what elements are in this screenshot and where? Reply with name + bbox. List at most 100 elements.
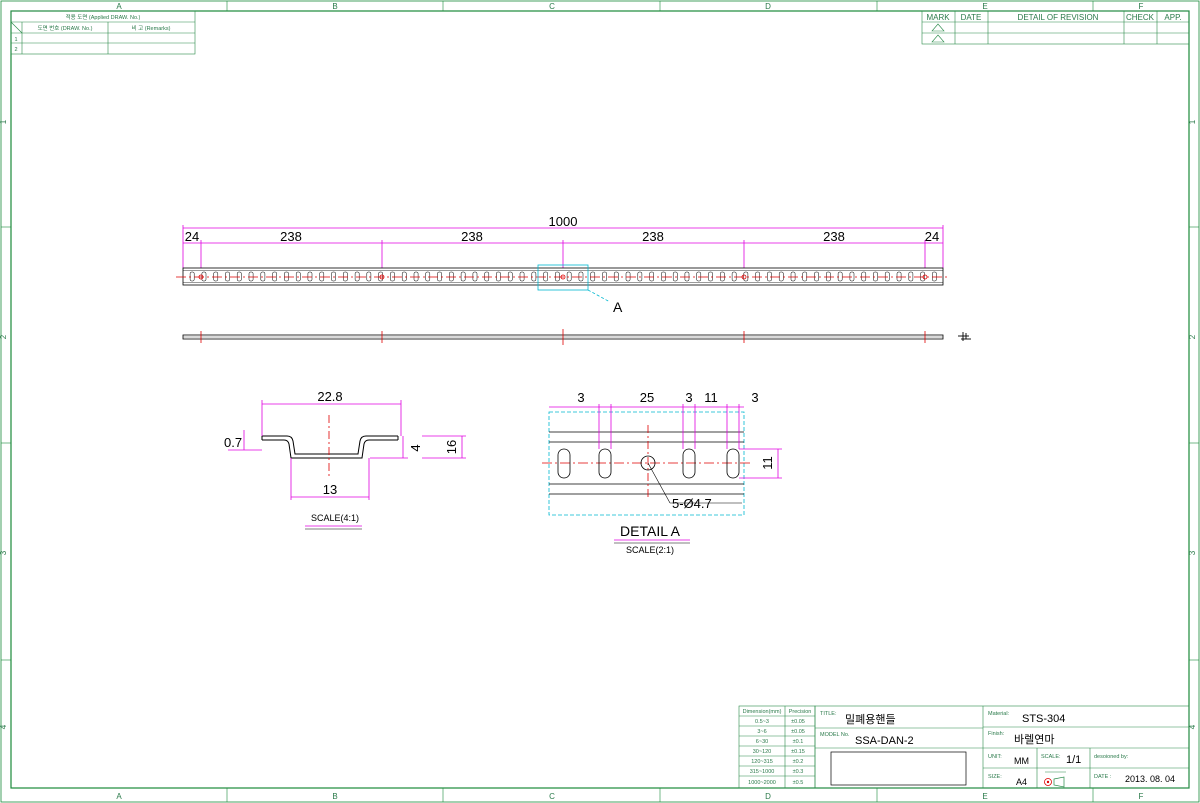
applied-table-row-number: 1 xyxy=(14,37,17,43)
zone-row-label: 1 xyxy=(1188,119,1197,124)
bar-slot xyxy=(884,271,890,282)
drawing-number-box xyxy=(830,751,967,786)
unit-label: UNIT: xyxy=(988,754,1002,760)
precision-dimension: 6~30 xyxy=(756,739,768,745)
dim-detail-slot-width: 3 xyxy=(751,390,758,405)
precision-value: ±0.15 xyxy=(791,749,805,755)
precision-header-precision: Precision xyxy=(789,709,812,715)
bar-slot xyxy=(401,271,407,282)
bar-slot xyxy=(272,271,277,282)
revision-check-header: CHECK xyxy=(1126,13,1155,22)
bar-slot xyxy=(295,271,301,282)
precision-dimension: 0.5~3 xyxy=(755,719,769,725)
zone-col-label: E xyxy=(982,792,987,801)
bar-slot xyxy=(343,271,348,282)
applied-drawing-table: 적용 도면 (Applied DRAW. No.) 도면 번호 (DRAW. N… xyxy=(10,10,196,55)
zone-col-label: A xyxy=(116,2,122,11)
drawing-title: 밀폐용핸들 xyxy=(845,713,896,726)
detail-scale-label: SCALE(2:1) xyxy=(626,545,674,555)
zone-row-label: 4 xyxy=(0,724,8,729)
bar-slot xyxy=(543,271,548,282)
bar-slot xyxy=(484,271,490,282)
unit-value: MM xyxy=(1014,756,1029,766)
material-label: Material: xyxy=(988,711,1010,717)
bar-slot xyxy=(496,271,501,282)
bar-slot xyxy=(378,271,383,282)
bar-slot xyxy=(696,271,702,282)
bar-slot xyxy=(920,271,925,282)
hole-callout: 5-Ø4.7 xyxy=(672,496,712,511)
dim-segment-pitch: 238 xyxy=(823,229,845,244)
section-scale-label: SCALE(4:1) xyxy=(311,513,359,523)
zone-col-label: E xyxy=(982,2,987,11)
precision-value: ±0.1 xyxy=(793,739,804,745)
bar-slot xyxy=(778,271,784,282)
precision-table: Dimension(mm) Precision 0.5~3 ±0.05 3~6 … xyxy=(738,705,816,789)
revision-table: MARK DATE DETAIL OF REVISION CHECK APP. xyxy=(921,10,1190,45)
dim-depth: 4 xyxy=(408,444,423,451)
bar-slot xyxy=(460,271,466,282)
dim-overall-length: 1000 xyxy=(549,214,578,229)
date-value: 2013. 08. 04 xyxy=(1125,774,1175,784)
bar-slot xyxy=(284,271,289,282)
bar-slot xyxy=(201,271,207,282)
scale-label: SCALE: xyxy=(1041,754,1061,760)
bar-slot xyxy=(767,271,772,282)
bar-slot xyxy=(625,271,631,282)
bar-slot xyxy=(366,271,372,282)
dim-bottom-width: 13 xyxy=(323,482,337,497)
applied-table-col-remarks: 비 고 (Remarks) xyxy=(132,24,171,32)
dim-detail-slot-width: 3 xyxy=(577,390,584,405)
bar-slot xyxy=(213,271,219,282)
hole-markers xyxy=(198,274,928,280)
dim-thickness: 0.7 xyxy=(224,435,242,450)
size-label: SIZE: xyxy=(988,774,1002,780)
applied-table-title: 적용 도면 (Applied DRAW. No.) xyxy=(66,13,141,21)
inner-border xyxy=(10,10,1190,789)
bar-outline xyxy=(182,267,944,286)
zone-col-label: D xyxy=(765,792,771,801)
bar-slot xyxy=(720,271,725,282)
zone-row-label: 3 xyxy=(0,550,8,555)
detail-a-reference: A xyxy=(613,299,623,315)
bar-slot xyxy=(849,271,855,282)
dim-height: 16 xyxy=(444,440,459,454)
bar-slot xyxy=(590,271,596,282)
revision-detail-header: DETAIL OF REVISION xyxy=(1018,13,1099,22)
bar-slot xyxy=(425,271,431,282)
precision-value: ±0.2 xyxy=(793,759,804,765)
revision-triangle-icon xyxy=(931,23,945,32)
precision-value: ±0.05 xyxy=(791,719,805,725)
bar-slot xyxy=(531,271,537,282)
bar-slot xyxy=(472,271,478,282)
finish-label: Finish: xyxy=(988,731,1005,737)
bar-slot xyxy=(225,271,230,282)
bar-slot xyxy=(449,271,454,282)
top-view: 1000 24 238 238 238 238 24 A xyxy=(176,214,950,315)
precision-dimension: 315~1000 xyxy=(750,769,775,775)
bar-slot xyxy=(613,271,619,282)
bar-slot xyxy=(307,271,313,282)
bar-slot xyxy=(826,271,831,282)
zone-col-label: A xyxy=(116,792,122,801)
revision-triangle-icon xyxy=(931,34,945,43)
zone-col-label: F xyxy=(1139,792,1144,801)
detail-a-callout-box xyxy=(537,264,589,291)
bar-slot xyxy=(814,271,819,282)
end-profile-mark xyxy=(958,332,971,341)
detail-break-boundary xyxy=(548,411,745,516)
dim-top-width: 22.8 xyxy=(317,389,342,404)
bar-slot xyxy=(932,271,937,282)
precision-value: ±0.5 xyxy=(793,780,804,786)
bar-slot xyxy=(566,271,572,282)
bar-slot xyxy=(319,271,325,282)
bar-slot xyxy=(731,271,737,282)
bar-slot xyxy=(555,271,560,282)
bar-slot xyxy=(896,271,902,282)
zone-col-label: C xyxy=(549,2,555,11)
bar-slot xyxy=(755,271,760,282)
bar-slot xyxy=(236,271,242,282)
